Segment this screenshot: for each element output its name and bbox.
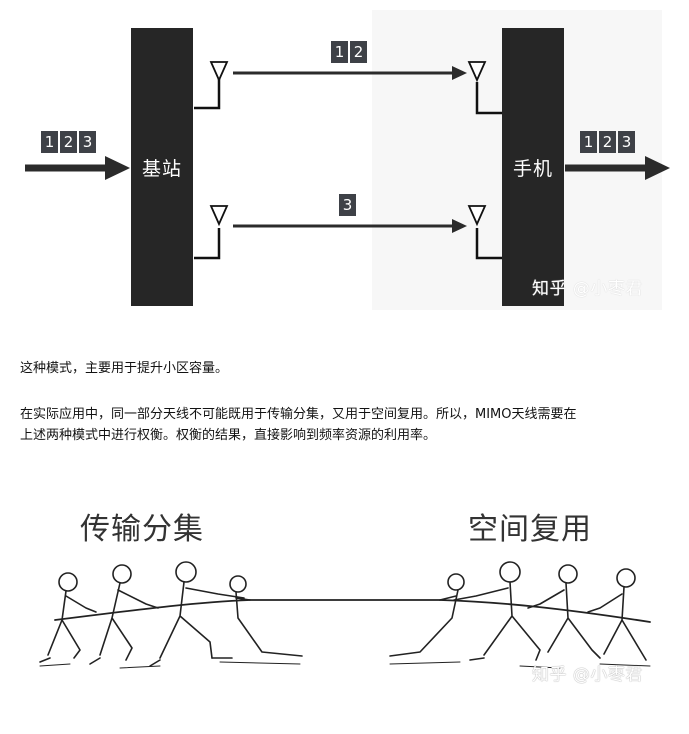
right-team-figures — [389, 561, 647, 661]
data-block: 3 — [339, 194, 356, 216]
paragraph-capacity: 这种模式，主要用于提升小区容量。 — [20, 358, 670, 379]
illustration-watermark: 知乎 @小枣君 — [532, 665, 643, 685]
rope — [54, 599, 651, 623]
ground-right — [389, 661, 651, 669]
ground-left — [39, 661, 301, 669]
tug-of-war-sketch — [39, 561, 651, 669]
paragraph-tradeoff: 在实际应用中，同一部分天线不可能既用于传输分集，又用于空间复用。所以，MIMO天… — [20, 404, 670, 446]
data-block: 3 — [79, 131, 96, 153]
lower-link-arrow — [233, 219, 467, 233]
mimo-spatial-multiplexing-diagram: 基站 手机 1 2 3 1 2 3 1 2 3 知乎 @小枣君 — [0, 0, 689, 320]
output-arrow — [565, 156, 670, 180]
phone-label: 手机 — [512, 157, 553, 180]
paragraph-text: 这种模式，主要用于提升小区容量。 — [20, 361, 229, 376]
upper-link-data-stream: 1 2 — [331, 41, 367, 63]
input-arrow — [25, 156, 130, 180]
data-block: 2 — [60, 131, 77, 153]
phone-lower-antenna-icon — [467, 205, 502, 260]
base-lower-antenna-icon — [194, 205, 229, 260]
tug-of-war-illustration: 传输分集 空间复用 — [0, 490, 689, 710]
paragraph-line: 上述两种模式中进行权衡。权衡的结果，直接影响到频率资源的利用率。 — [20, 428, 437, 443]
base-upper-antenna-icon — [194, 61, 229, 110]
input-data-stream: 1 2 3 — [41, 131, 96, 153]
paragraph-line: 在实际应用中，同一部分天线不可能既用于传输分集，又用于空间复用。所以，MIMO天… — [20, 407, 577, 422]
base-station-label: 基站 — [141, 157, 182, 180]
data-block: 1 — [580, 131, 597, 153]
data-block: 3 — [618, 131, 635, 153]
right-title: 空间复用 — [468, 512, 592, 547]
data-block: 2 — [599, 131, 616, 153]
output-data-stream: 1 2 3 — [580, 131, 635, 153]
left-title: 传输分集 — [80, 512, 204, 547]
data-block: 2 — [350, 41, 367, 63]
diagram-watermark: 知乎 @小枣君 — [532, 279, 643, 299]
base-station-block: 基站 — [131, 28, 193, 306]
left-team-figures — [39, 561, 303, 667]
phone-block: 手机 — [502, 28, 564, 306]
data-block: 1 — [331, 41, 348, 63]
lower-link-data-stream: 3 — [339, 194, 356, 216]
phone-upper-antenna-icon — [467, 61, 502, 115]
data-block: 1 — [41, 131, 58, 153]
upper-link-arrow — [233, 66, 467, 80]
diagram-lines — [25, 61, 670, 260]
